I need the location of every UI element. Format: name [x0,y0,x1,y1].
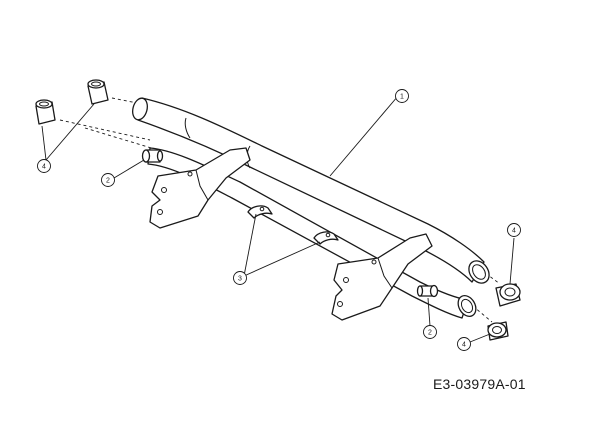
callout-4-upper-right-label: 4 [512,228,516,235]
callout-4-upper-right: 4 [507,223,521,237]
callout-2-left: 2 [101,173,115,187]
callout-4-left-label: 4 [42,164,46,171]
callout-4-lower-right: 4 [457,337,471,351]
callout-4-left: 4 [37,159,51,173]
callout-2-right: 2 [423,325,437,339]
callout-3: 3 [233,271,247,285]
pin-left [141,149,164,163]
clip-left [247,205,273,219]
leader-lines [41,95,515,343]
callout-4-lower-right-label: 4 [462,342,466,349]
callout-1: 1 [395,89,409,103]
callout-1-label: 1 [400,94,404,101]
right-bracket [331,233,433,321]
left-bracket [149,147,251,229]
bushing-lower-left [35,99,56,125]
callout-3-label: 3 [238,276,242,283]
bushing-upper-right [495,283,521,307]
pin-right [416,284,439,298]
upper-tube [132,97,490,284]
bushing-upper-left [87,79,109,105]
clip-right [313,231,339,245]
callout-2-right-label: 2 [428,330,432,337]
callout-2-left-label: 2 [106,178,110,185]
diagram-code: E3-03979A-01 [433,376,526,392]
bushing-lower-right [487,321,509,341]
